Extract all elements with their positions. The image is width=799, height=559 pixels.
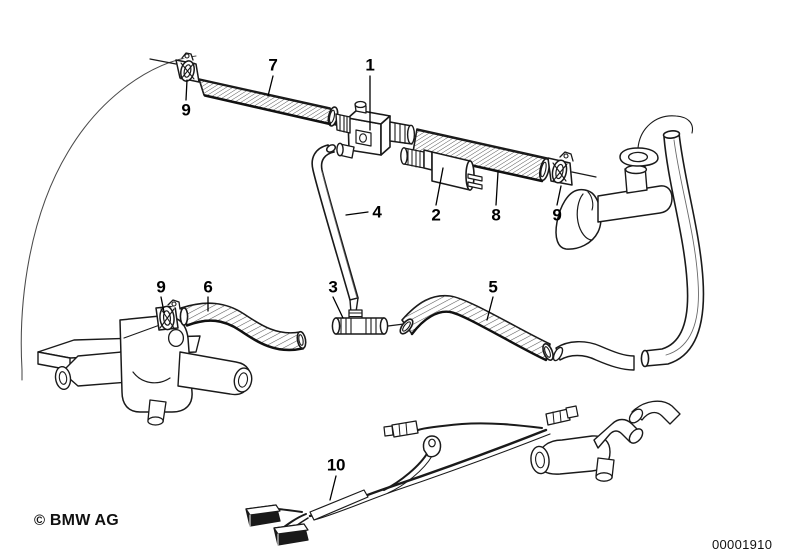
callout-label-9c: 9: [156, 277, 166, 297]
leader-9a: [185, 79, 188, 101]
t-connector-fitting-1: [335, 100, 416, 159]
leader-9c: [160, 296, 165, 313]
leader-7: [267, 75, 274, 97]
thermostat-housing-assembly: [37, 314, 253, 426]
callout-label-4: 4: [372, 202, 382, 222]
callout-label-9b: 9: [552, 205, 562, 225]
callout-label-6: 6: [203, 277, 213, 297]
callout-leader-lines: [160, 75, 562, 501]
hose-clamp-9a: [149, 52, 200, 83]
t-piece-connector-3: [331, 309, 405, 335]
leader-5: [486, 296, 494, 321]
large-curved-hose-right: [640, 130, 705, 368]
callout-label-9a: 9: [181, 100, 191, 120]
leader-8: [495, 171, 499, 206]
engine-bay-contour: [20, 55, 197, 381]
callout-label-3: 3: [328, 277, 338, 297]
copyright-notice: © BMW AG: [34, 512, 119, 530]
straight-hose-upper-7: [198, 78, 339, 127]
stub-pipe-right: [552, 341, 635, 371]
callout-label-8: 8: [491, 205, 501, 225]
leader-9b: [556, 185, 562, 206]
callout-label-5: 5: [488, 277, 498, 297]
callout-label-1: 1: [365, 55, 375, 75]
callout-label-7: 7: [268, 55, 278, 75]
hose-clamp-9c: [155, 299, 181, 331]
bent-hose-5: [399, 294, 554, 362]
thermo-valve-2: [400, 147, 483, 191]
leader-2: [435, 167, 444, 206]
lower-right-valve-assembly: [530, 400, 681, 482]
wiring-harness-10: [245, 405, 579, 546]
hose-clamp-9b: [547, 151, 597, 186]
copyright-text: BMW AG: [49, 512, 119, 529]
copyright-symbol: ©: [34, 512, 46, 529]
diagram-part-number: 00001910: [712, 537, 773, 552]
s-curve-hose-6: [179, 302, 307, 352]
leader-4: [345, 211, 369, 216]
leader-3: [332, 296, 344, 319]
leader-10: [329, 475, 337, 501]
callout-label-10: 10: [326, 455, 346, 475]
callout-label-2: 2: [431, 205, 441, 225]
expansion-tank: [555, 115, 694, 250]
